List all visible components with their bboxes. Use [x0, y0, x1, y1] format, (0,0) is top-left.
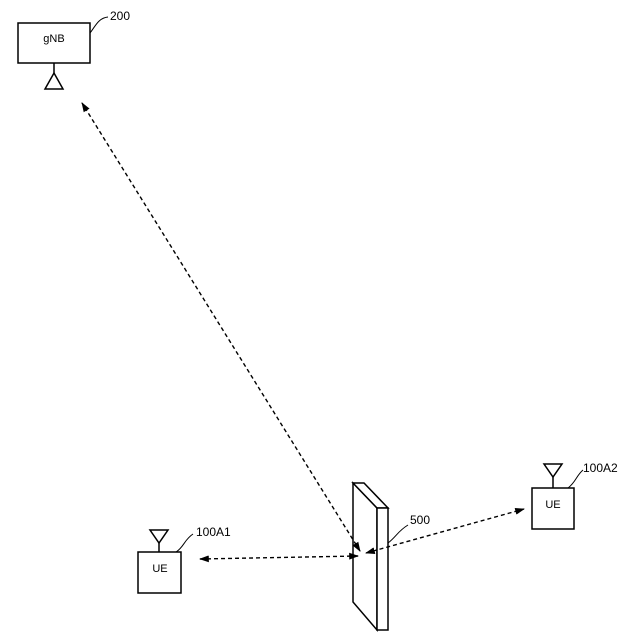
ue2-node: UE 100A2 — [532, 461, 618, 529]
ue1-label: UE — [152, 563, 167, 575]
gnb-leader-line — [90, 17, 108, 33]
ue2-label: UE — [545, 499, 560, 511]
reflector-leader-line — [388, 525, 408, 543]
antenna-icon — [544, 464, 562, 477]
gnb-node: gNB 200 — [18, 9, 130, 89]
reflector-ue1-link — [200, 556, 358, 559]
ue1-ref-label: 100A1 — [196, 525, 231, 539]
ue1-leader-line — [176, 534, 193, 552]
reflector-node: 500 — [353, 483, 430, 630]
gnb-reflector-link — [82, 103, 360, 551]
antenna-icon — [45, 73, 63, 89]
antenna-icon — [150, 530, 168, 543]
ue2-leader-line — [568, 470, 583, 488]
gnb-ref-label: 200 — [110, 9, 130, 23]
ue2-ref-label: 100A2 — [583, 461, 618, 475]
gnb-label: gNB — [43, 33, 64, 45]
reflector-side-face — [377, 508, 388, 630]
reflector-ue2-link — [366, 509, 524, 553]
reflector-ref-label: 500 — [410, 513, 430, 527]
